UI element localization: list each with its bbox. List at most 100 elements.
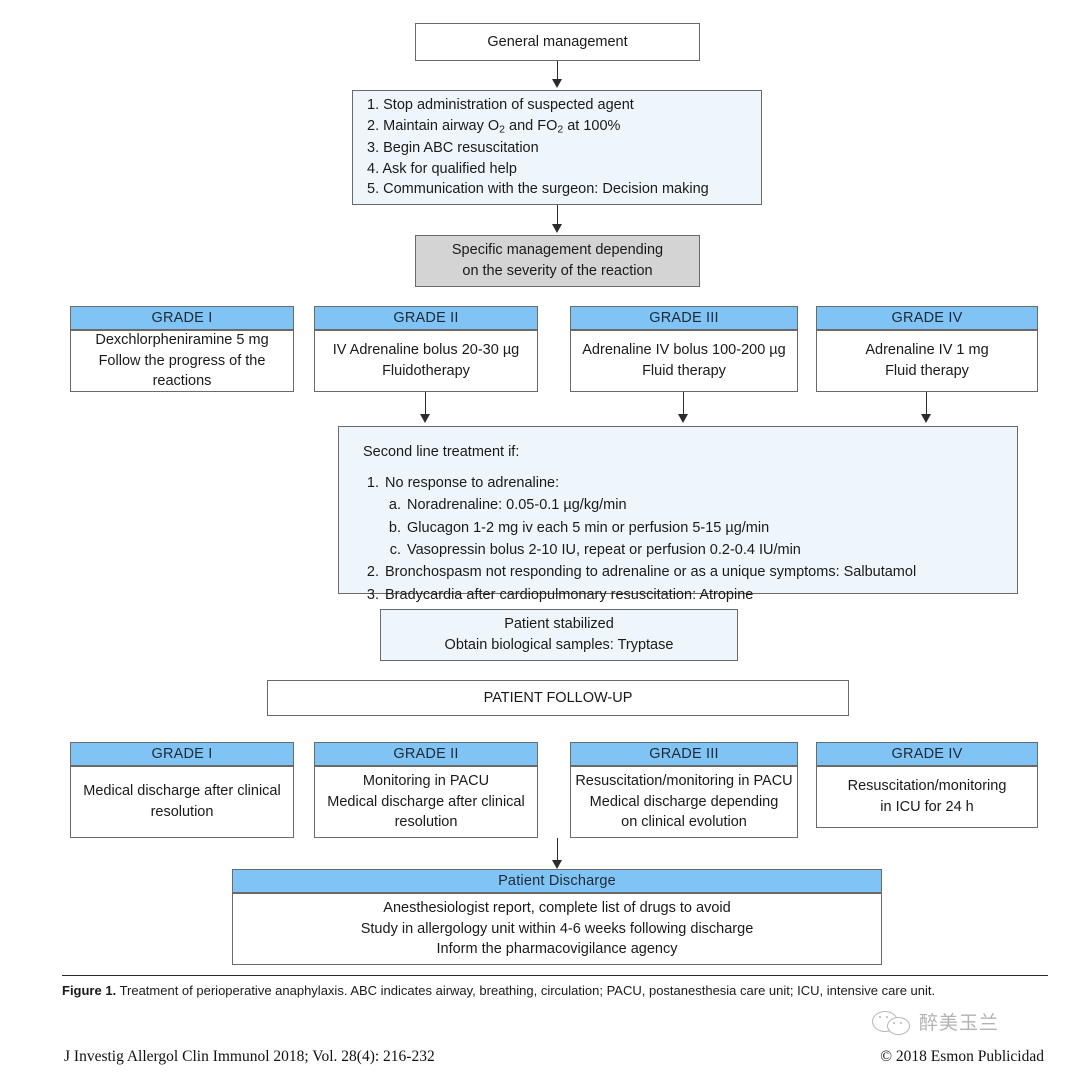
arrow-followup-to-discharge <box>552 860 562 869</box>
second-line-item-number: 1. <box>366 474 379 491</box>
arrow-grade3-to-secondline <box>678 414 688 423</box>
followup-grade-1-line-1: Medical discharge after clinical <box>83 783 281 800</box>
second-line-item: 3. Bradycardia after cardiopulmonary res… <box>363 584 1001 606</box>
specific-management-line-2: on the severity of the reaction <box>462 263 653 279</box>
connector-grade2-to-secondline <box>425 392 426 417</box>
second-line-item-number: a. <box>388 497 401 514</box>
followup-grade-2-body: Monitoring in PACU Medical discharge aft… <box>314 766 538 838</box>
second-line-item-number: c. <box>389 541 401 558</box>
general-management-label: General management <box>487 33 628 50</box>
arrow-steps-to-specific <box>552 224 562 233</box>
patient-stabilized-line-1: Patient stabilized <box>504 616 614 633</box>
caption-divider <box>62 975 1048 976</box>
figure-caption-label: Figure 1. <box>62 983 117 998</box>
patient-discharge-header: Patient Discharge <box>232 869 882 893</box>
treatment-grade-3-line-1: Adrenaline IV bolus 100-200 µg <box>582 342 786 359</box>
node-patient-stabilized: Patient stabilized Obtain biological sam… <box>380 609 738 661</box>
treatment-grade-3-header-label: GRADE III <box>649 310 719 326</box>
figure-caption-text: Treatment of perioperative anaphylaxis. … <box>116 983 936 998</box>
initial-step-2: 2. Maintain airway O2 and FO2 at 100% <box>367 117 621 136</box>
patient-discharge-line-1: Anesthesiologist report, complete list o… <box>383 900 731 917</box>
followup-grade-4-line-2: in ICU for 24 h <box>880 799 974 815</box>
treatment-grade-3-header: GRADE III <box>570 306 798 330</box>
treatment-grade-2-body: IV Adrenaline bolus 20-30 µg Fluidothera… <box>314 330 538 392</box>
followup-grade-2-header-label: GRADE II <box>393 746 459 762</box>
treatment-grade-4-body: Adrenaline IV 1 mg Fluid therapy <box>816 330 1038 392</box>
treatment-grade-2-line-2: Fluidotherapy <box>382 363 470 379</box>
treatment-grade-1-header: GRADE I <box>70 306 294 330</box>
initial-step-3: 3. Begin ABC resuscitation <box>367 139 539 156</box>
second-line-item-text: Bronchospasm not responding to adrenalin… <box>385 564 917 581</box>
followup-grade-3-line-3: on clinical evolution <box>621 814 747 831</box>
treatment-grade-4-line-2: Fluid therapy <box>885 363 969 379</box>
followup-grade-3-line-1: Resuscitation/monitoring in PACU <box>575 773 793 790</box>
second-line-item: b. Glucagon 1-2 mg iv each 5 min or perf… <box>363 517 1001 539</box>
node-general-management: General management <box>415 23 700 61</box>
node-patient-followup: PATIENT FOLLOW-UP <box>267 680 849 716</box>
arrow-grade4-to-secondline <box>921 414 931 423</box>
followup-grade-1-header: GRADE I <box>70 742 294 766</box>
followup-grade-2-line-3: resolution <box>394 814 458 831</box>
followup-grade-3-header-label: GRADE III <box>649 746 719 762</box>
treatment-grade-4-line-1: Adrenaline IV 1 mg <box>865 342 989 359</box>
connector-grade3-to-secondline <box>683 392 684 417</box>
node-specific-management: Specific management depending on the sev… <box>415 235 700 287</box>
footer-citation: J Investig Allergol Clin Immunol 2018; V… <box>64 1048 435 1065</box>
second-line-item-text: Vasopressin bolus 2-10 IU, repeat or per… <box>407 541 801 558</box>
treatment-grade-1-line-2: Follow the progress of the reactions <box>98 352 266 390</box>
followup-grade-4-line-1: Resuscitation/monitoring <box>847 778 1007 795</box>
second-line-item: 1. No response to adrenaline: <box>363 472 1001 494</box>
node-second-line-treatment: Second line treatment if: 1. No response… <box>338 426 1018 603</box>
followup-grade-3-line-2: Medical discharge depending <box>589 793 779 810</box>
second-line-item-number: 3. <box>366 586 379 603</box>
connector-grade4-to-secondline <box>926 392 927 417</box>
treatment-grade-3-line-2: Fluid therapy <box>642 363 726 379</box>
arrow-general-to-steps <box>552 79 562 88</box>
treatment-grade-1-line-1: Dexchlorpheniramine 5 mg <box>95 332 269 349</box>
followup-grade-1-line-2: resolution <box>150 804 214 820</box>
treatment-grade-3-body: Adrenaline IV bolus 100-200 µg Fluid the… <box>570 330 798 392</box>
second-line-item-text: No response to adrenaline: <box>385 474 560 491</box>
followup-grade-2-line-1: Monitoring in PACU <box>362 773 490 790</box>
treatment-grade-2-line-1: IV Adrenaline bolus 20-30 µg <box>332 342 520 359</box>
arrow-grade2-to-secondline <box>420 414 430 423</box>
initial-step-5: 5. Communication with the surgeon: Decis… <box>367 181 709 198</box>
treatment-grade-4-header-label: GRADE IV <box>891 310 963 326</box>
second-line-item: 2. Bronchospasm not responding to adrena… <box>363 561 1001 583</box>
second-line-item-text: Bradycardia after cardiopulmonary resusc… <box>385 586 754 603</box>
patient-discharge-line-3: Inform the pharmacovigilance agency <box>436 941 678 958</box>
second-line-item: c. Vasopressin bolus 2-10 IU, repeat or … <box>363 539 1001 561</box>
patient-discharge-body: Anesthesiologist report, complete list o… <box>232 893 882 965</box>
second-line-title: Second line treatment if: <box>363 444 520 460</box>
second-line-item-number: 2. <box>366 564 379 581</box>
patient-stabilized-line-2: Obtain biological samples: Tryptase <box>444 637 674 653</box>
second-line-item-number: b. <box>388 519 401 536</box>
treatment-grade-1-body: Dexchlorpheniramine 5 mg Follow the prog… <box>70 330 294 392</box>
wechat-watermark-text: 醉美玉兰 <box>919 1012 1000 1034</box>
connector-steps-to-specific <box>557 205 558 227</box>
initial-step-4: 4. Ask for qualified help <box>367 160 517 177</box>
initial-step-1: 1. Stop administration of suspected agen… <box>367 97 634 114</box>
wechat-watermark: 醉美玉兰 <box>872 1008 999 1035</box>
followup-grade-2-header: GRADE II <box>314 742 538 766</box>
followup-grade-4-body: Resuscitation/monitoring in ICU for 24 h <box>816 766 1038 828</box>
specific-management-line-1: Specific management depending <box>451 242 664 259</box>
followup-grade-4-header: GRADE IV <box>816 742 1038 766</box>
followup-grade-1-body: Medical discharge after clinical resolut… <box>70 766 294 838</box>
patient-discharge-line-2: Study in allergology unit within 4-6 wee… <box>360 920 754 937</box>
treatment-grade-4-header: GRADE IV <box>816 306 1038 330</box>
second-line-item-text: Glucagon 1-2 mg iv each 5 min or perfusi… <box>407 519 770 536</box>
footer-copyright: © 2018 Esmon Publicidad <box>880 1048 1044 1065</box>
treatment-grade-1-header-label: GRADE I <box>151 310 213 326</box>
second-line-item-text: Noradrenaline: 0.05-0.1 µg/kg/min <box>407 497 627 514</box>
followup-grade-4-header-label: GRADE IV <box>891 746 963 762</box>
treatment-grade-2-header-label: GRADE II <box>393 310 459 326</box>
followup-grade-1-header-label: GRADE I <box>151 746 213 762</box>
followup-grade-3-body: Resuscitation/monitoring in PACU Medical… <box>570 766 798 838</box>
second-line-item: a. Noradrenaline: 0.05-0.1 µg/kg/min <box>363 494 1001 516</box>
patient-followup-label: PATIENT FOLLOW-UP <box>483 689 633 706</box>
patient-discharge-header-label: Patient Discharge <box>498 873 616 889</box>
node-initial-steps: 1. Stop administration of suspected agen… <box>352 90 762 205</box>
treatment-grade-2-header: GRADE II <box>314 306 538 330</box>
